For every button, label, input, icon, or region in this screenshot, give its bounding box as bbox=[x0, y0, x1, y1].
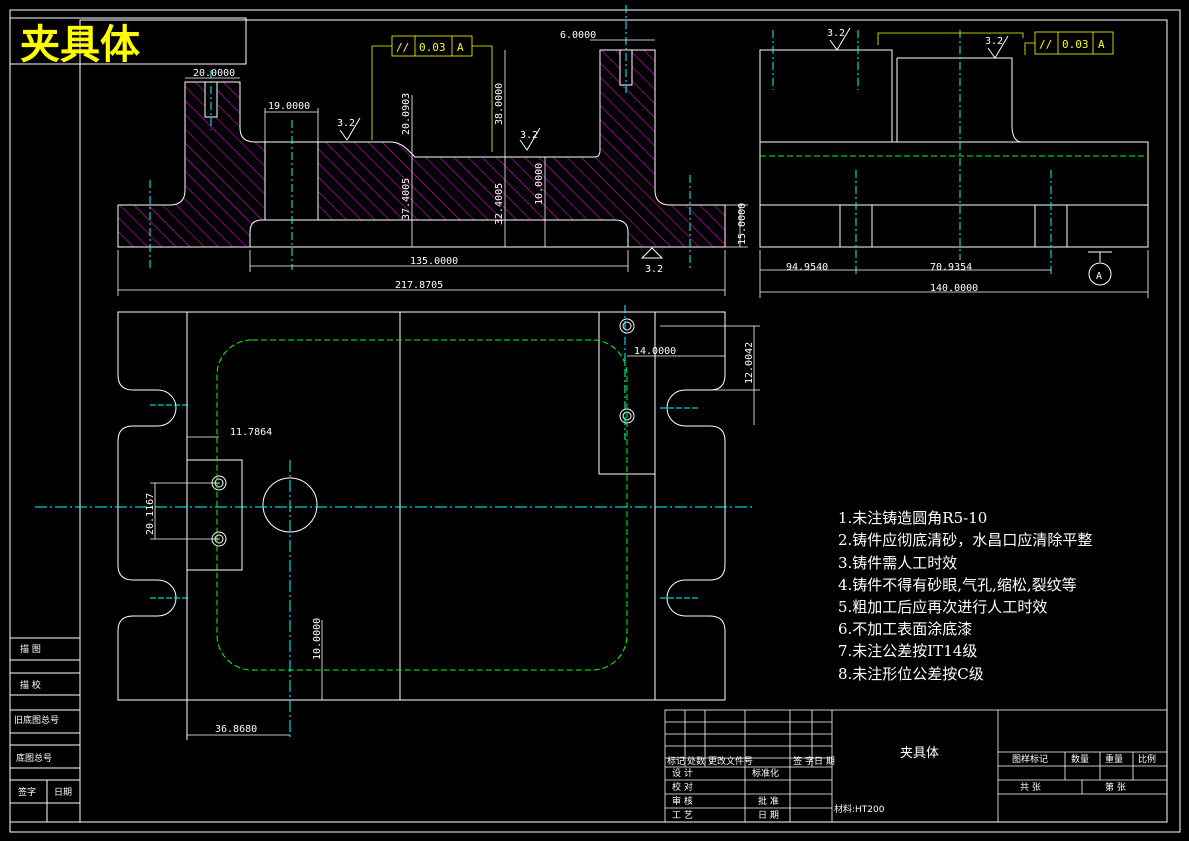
dim-20: 20.0000 bbox=[193, 68, 235, 79]
tb-review: 审 核 bbox=[672, 795, 693, 807]
strip-check: 描 校 bbox=[20, 679, 41, 691]
tb-date2: 日 期 bbox=[758, 810, 779, 821]
dim-15: 15.0000 bbox=[737, 203, 748, 245]
tb-docno: 更改文件号 bbox=[708, 755, 753, 767]
note-2: 2.铸件应彻底清砂，水昌口应清除平整 bbox=[838, 531, 1092, 549]
plan-dim-12: 12.0042 bbox=[744, 342, 755, 384]
tol-value: 0.03 bbox=[419, 41, 446, 54]
tb-total-sheets: 共 张 bbox=[1020, 782, 1041, 793]
note-7: 7.未注公差按IT14级 bbox=[838, 642, 977, 660]
strip-old-no: 旧底图总号 bbox=[14, 714, 59, 726]
note-4: 4.铸件不得有砂眼,气孔,缩松,裂纹等 bbox=[838, 576, 1077, 594]
plan-dim-10: 10.0000 bbox=[312, 618, 323, 660]
plan-dim-11: 11.7864 bbox=[230, 427, 272, 438]
roughness-1: 3.2 bbox=[337, 118, 355, 129]
dim-19: 19.0000 bbox=[268, 101, 310, 112]
side-tol-value: 0.03 bbox=[1062, 38, 1089, 51]
tb-approve: 批 准 bbox=[758, 795, 779, 807]
side-roughness-2: 3.2 bbox=[985, 36, 1003, 47]
side-datum-label: A bbox=[1096, 271, 1102, 282]
side-roughness-1: 3.2 bbox=[827, 28, 845, 39]
dim-38: 38.0000 bbox=[494, 83, 505, 125]
front-view: 20.0000 19.0000 20.0903 38.0000 6.0000 3… bbox=[117, 5, 748, 296]
tb-stage-mark: 图样标记 bbox=[1012, 753, 1048, 765]
dim-10: 10.0000 bbox=[534, 163, 545, 205]
tb-count: 处数 bbox=[687, 755, 705, 767]
roughness-2: 3.2 bbox=[520, 130, 538, 141]
tb-date: 日 期 bbox=[814, 756, 835, 767]
note-5: 5.粗加工后应再次进行人工时效 bbox=[838, 598, 1047, 616]
plan-dim-14: 14.0000 bbox=[634, 346, 676, 357]
title-block bbox=[664, 709, 1168, 823]
left-strip bbox=[9, 637, 81, 823]
dim-20-09: 20.0903 bbox=[401, 93, 412, 135]
drawing-frame-inner bbox=[79, 19, 1168, 823]
plan-view bbox=[35, 305, 760, 740]
dim-32-4: 32.4005 bbox=[494, 183, 505, 225]
tb-std: 标准化 bbox=[752, 767, 779, 779]
tol-symbol: // bbox=[396, 41, 409, 54]
drawing-frame-outer bbox=[9, 9, 1181, 833]
side-dim-140: 140.0000 bbox=[930, 283, 978, 294]
title-box bbox=[9, 17, 247, 65]
tb-weight: 重量 bbox=[1105, 753, 1123, 765]
tb-qty: 数量 bbox=[1071, 753, 1089, 765]
side-tol-symbol: // bbox=[1039, 38, 1052, 51]
dim-217: 217.8705 bbox=[395, 280, 443, 291]
tb-proof: 校 对 bbox=[672, 781, 693, 793]
side-view bbox=[759, 27, 1149, 298]
roughness-3: 3.2 bbox=[645, 264, 663, 275]
tb-sign: 签 字 bbox=[793, 755, 814, 767]
dim-37-4: 37.4005 bbox=[401, 178, 412, 220]
material: 材料:HT200 bbox=[834, 803, 885, 815]
front-body-section bbox=[117, 49, 726, 248]
strip-base-no: 底图总号 bbox=[16, 752, 52, 764]
note-6: 6.不加工表面涂底漆 bbox=[838, 620, 972, 638]
strip-date: 日期 bbox=[54, 787, 72, 798]
dim-135: 135.0000 bbox=[410, 256, 458, 267]
plan-dim-20-1: 20.1167 bbox=[145, 493, 156, 535]
note-3: 3.铸件需人工时效 bbox=[838, 554, 957, 572]
side-dim-94: 94.9540 bbox=[786, 262, 828, 273]
tb-scale: 比例 bbox=[1138, 753, 1156, 765]
tb-mark: 标记 bbox=[667, 755, 685, 767]
note-1: 1.未注铸造圆角R5-10 bbox=[838, 509, 987, 527]
part-name: 夹具体 bbox=[900, 746, 939, 761]
side-dim-70: 70.9354 bbox=[930, 262, 972, 273]
strip-trace: 描 图 bbox=[20, 643, 41, 655]
strip-sign: 签字 bbox=[18, 786, 36, 798]
tb-process: 工 艺 bbox=[672, 810, 693, 821]
note-8: 8.未注形位公差按C级 bbox=[838, 665, 984, 683]
dim-6: 6.0000 bbox=[560, 30, 596, 41]
tb-design: 设 计 bbox=[672, 767, 693, 779]
plan-dim-36: 36.8680 bbox=[215, 724, 257, 735]
side-tol-datum: A bbox=[1098, 38, 1105, 51]
tol-datum: A bbox=[457, 41, 464, 54]
tb-sheet-no: 第 张 bbox=[1105, 781, 1126, 793]
drawing-title: 夹具体 bbox=[20, 22, 140, 68]
technical-notes: 1.未注铸造圆角R5-10 2.铸件应彻底清砂，水昌口应清除平整 3.铸件需人工… bbox=[838, 509, 1092, 683]
